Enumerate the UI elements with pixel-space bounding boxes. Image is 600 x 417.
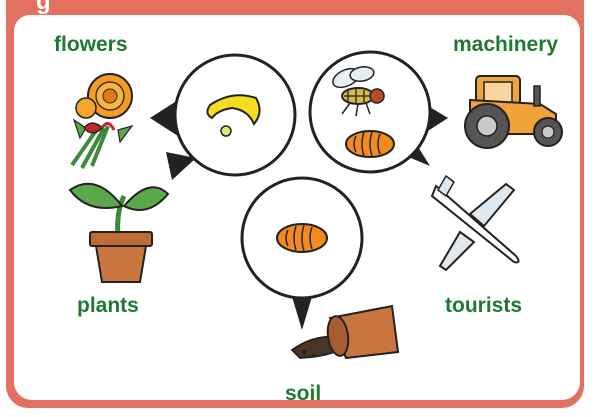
bubble-larva-egg bbox=[150, 55, 295, 180]
airplane-icon bbox=[432, 176, 519, 270]
spilled-pot-icon bbox=[292, 306, 398, 358]
tractor-icon bbox=[465, 76, 562, 148]
pupa-icon bbox=[277, 224, 327, 252]
potted-plant-icon bbox=[70, 184, 168, 282]
bubble-pupa bbox=[242, 178, 362, 330]
marigold-bouquet-icon bbox=[72, 74, 132, 168]
bubble-fly-pupa bbox=[310, 52, 448, 172]
